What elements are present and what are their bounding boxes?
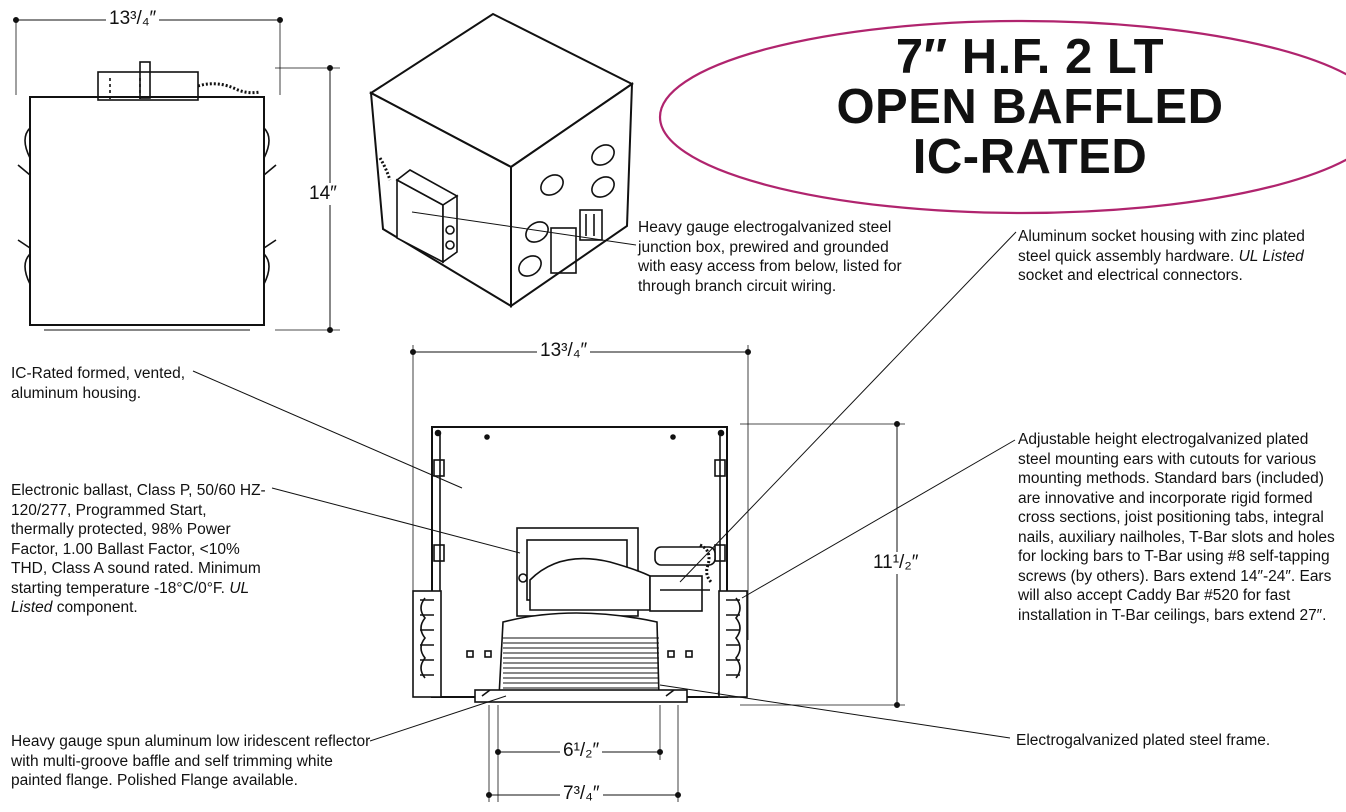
product-title: 7″ H.F. 2 LT OPEN BAFFLED IC-RATED — [800, 32, 1260, 182]
ballast-text: Electronic ballast, Class P, 50/60 HZ-12… — [11, 482, 266, 597]
ballast-ul: UL Listed — [11, 579, 249, 617]
callout-ballast: Electronic ballast, Class P, 50/60 HZ-12… — [11, 481, 271, 618]
callout-socket-housing: Aluminum socket housing with zinc plated… — [1018, 227, 1318, 286]
dim-aperture-outer: 7³/₄″ — [560, 783, 603, 805]
socket-housing-text: Aluminum socket housing with zinc plated… — [1018, 228, 1305, 265]
title-line-2: OPEN BAFFLED — [836, 80, 1224, 134]
callout-reflector: Heavy gauge spun aluminum low iridescent… — [11, 733, 371, 789]
callout-ic-housing: IC-Rated formed, vented, aluminum housin… — [11, 365, 186, 402]
callout-frame: Electrogalvanized plated steel frame. — [1016, 732, 1271, 749]
dim-front-width: 13³/₄″ — [537, 340, 591, 362]
dim-aperture-inner: 6¹/₂″ — [560, 740, 603, 762]
dim-top-width: 13³/₄″ — [106, 8, 160, 30]
title-line-1: 7″ H.F. 2 LT — [895, 30, 1165, 84]
callout-junction-box: Heavy gauge electrogalvanized steel junc… — [638, 219, 902, 295]
dim-side-height: 14″ — [306, 183, 340, 205]
title-oval — [659, 19, 1346, 215]
ballast-tail: component. — [56, 599, 138, 616]
socket-housing-ul: UL Listed — [1238, 247, 1304, 265]
socket-housing-tail: socket and electrical connectors. — [1018, 267, 1243, 284]
title-line-3: IC-RATED — [912, 130, 1148, 184]
dim-front-height: 11¹/₂″ — [870, 552, 922, 574]
leader-lines — [192, 211, 1017, 742]
callout-mounting-ears: Adjustable height electrogalvanized plat… — [1018, 431, 1335, 624]
isometric-view — [369, 12, 634, 308]
front-elevation — [409, 345, 905, 802]
plan-view — [13, 16, 340, 333]
